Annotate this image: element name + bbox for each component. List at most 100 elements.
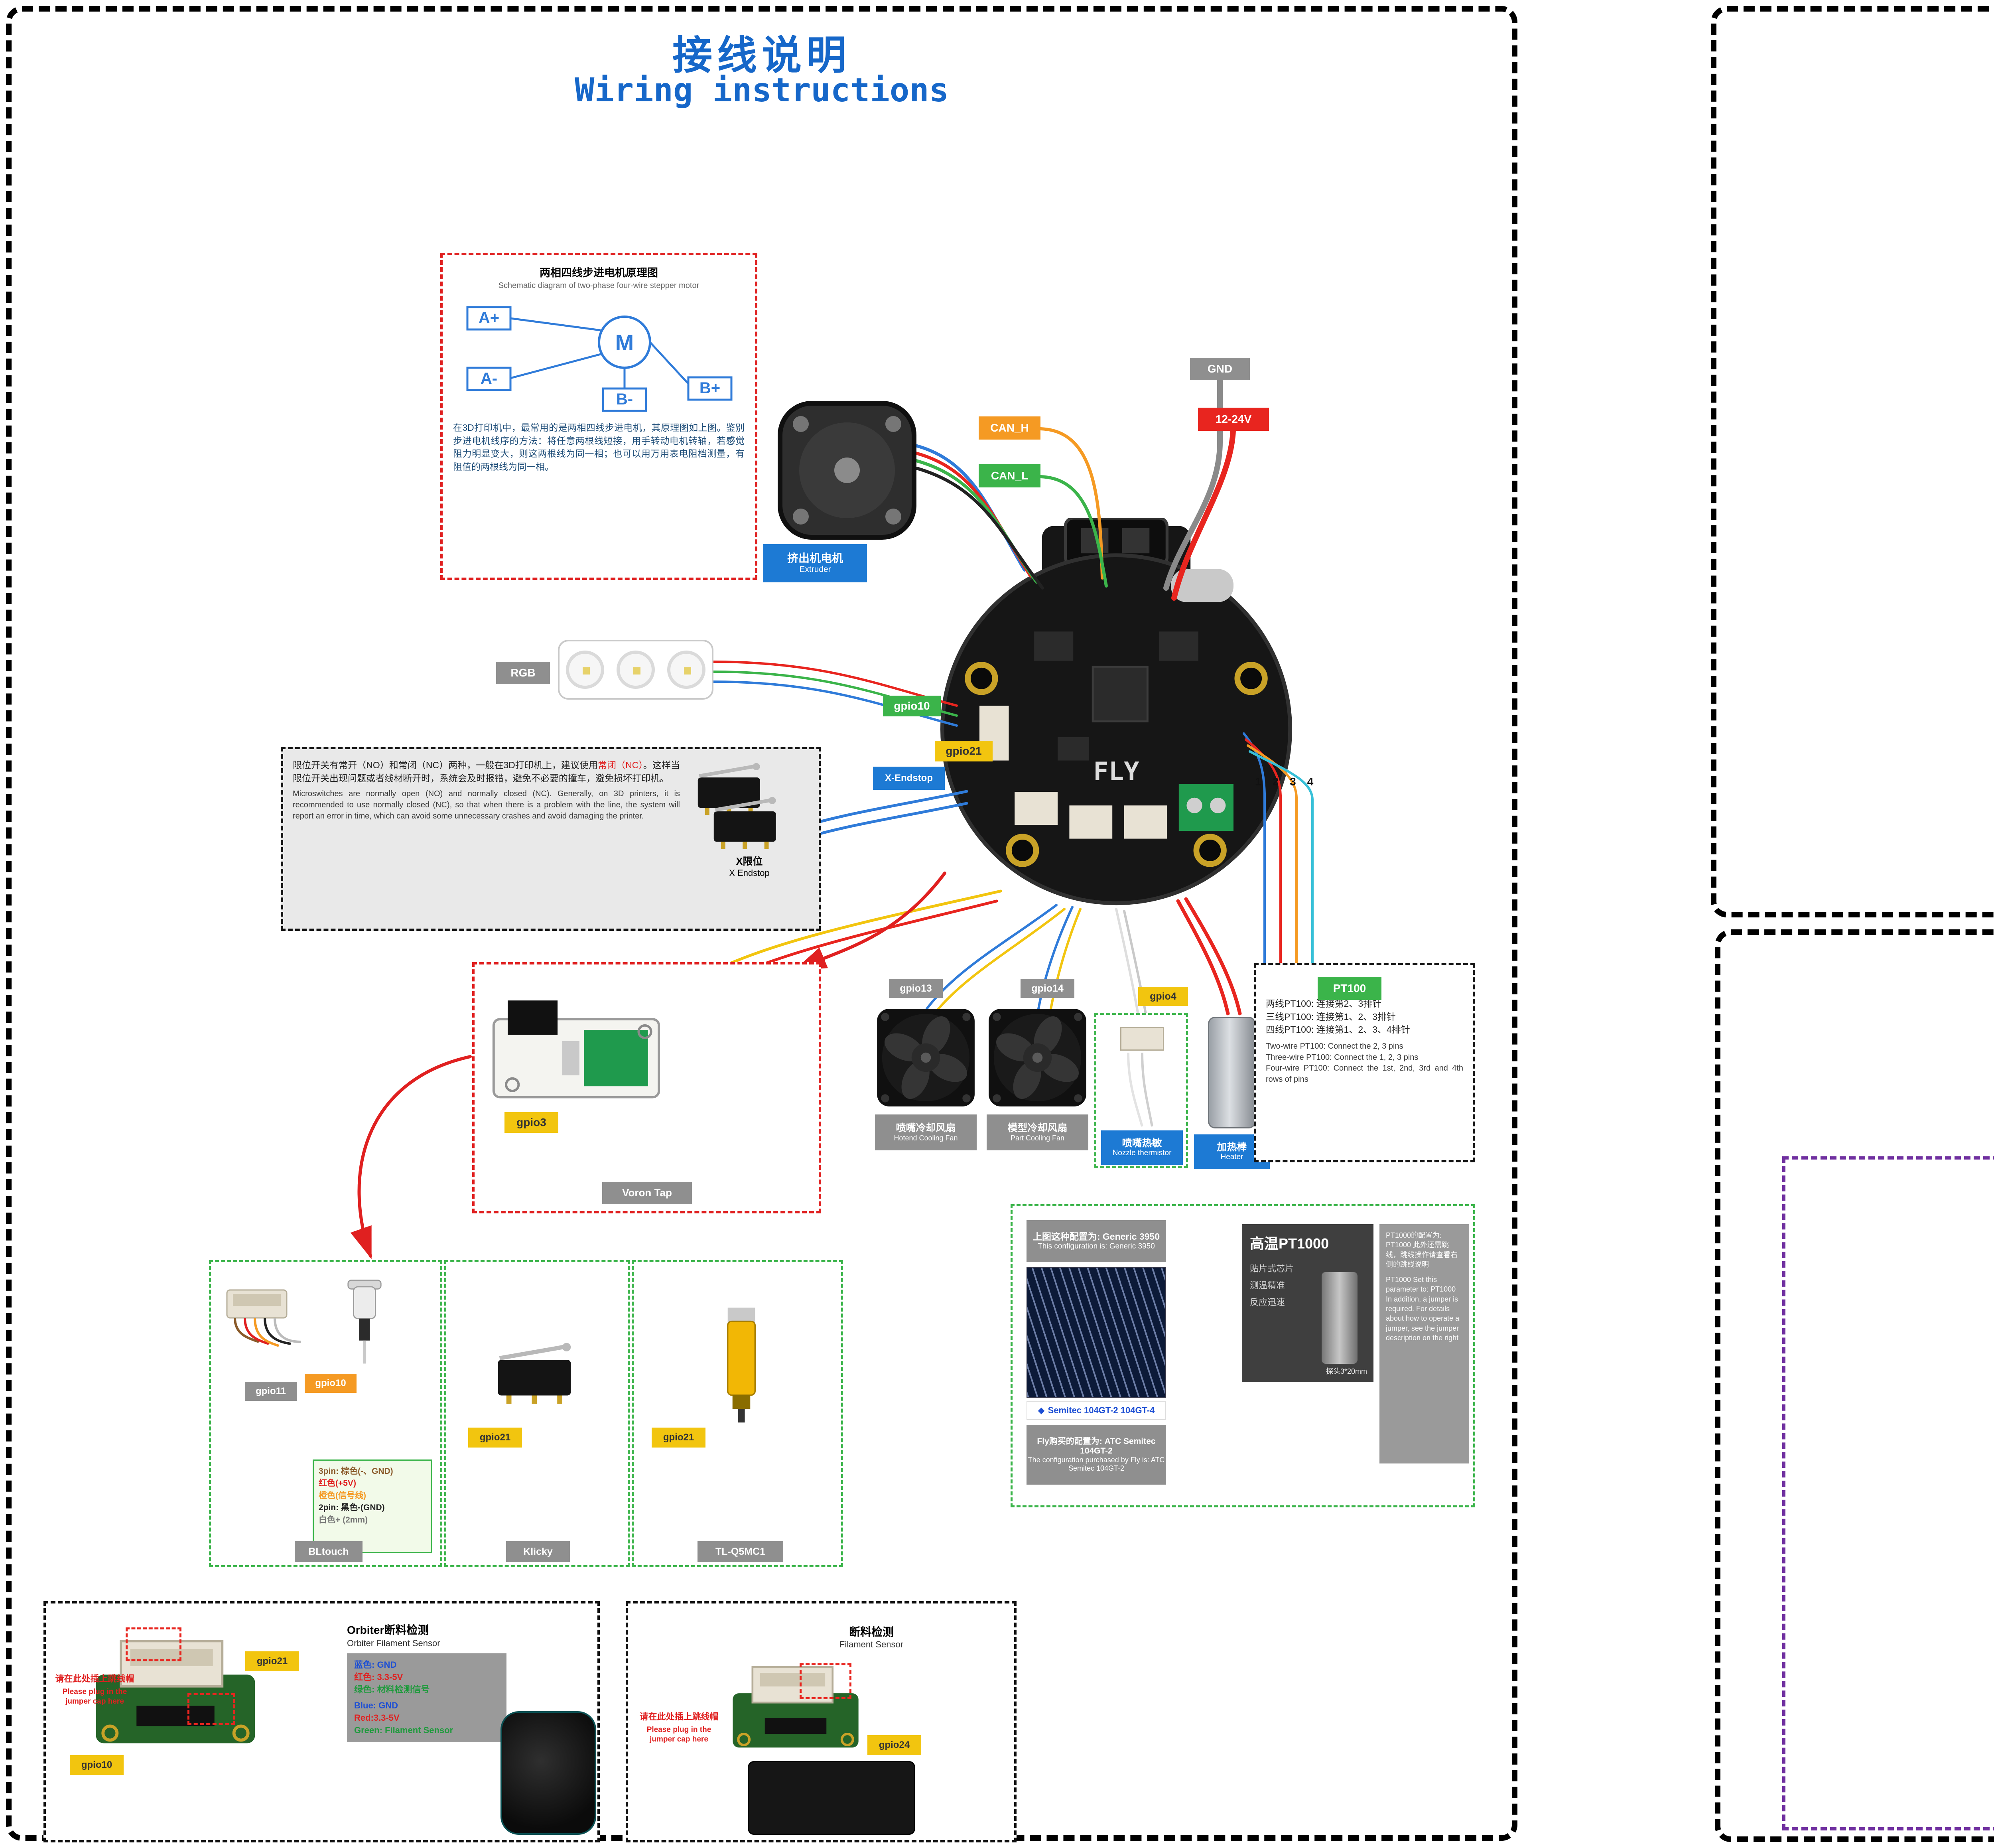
tl-gpio21-label: gpio21 [652,1428,705,1448]
gpio11-label: gpio11 [245,1382,297,1401]
extruder-label: 挤出机电机 Extruder [763,544,867,582]
filament-title-cn: 断料检测 [849,1626,894,1638]
hotend-fan [875,1007,977,1108]
extruder-motor [767,391,927,550]
orbiter-cn-red: 红色: 3.3-5V [354,1672,403,1682]
endstop-en: Microswitches are normally open (NO) and… [293,789,680,820]
heater-cartridge [1208,1017,1256,1128]
utoc-diagram-box: SHT36 v2 CAN模式连接到UTOC SHT36 v2 Connects … [1782,1156,1994,1830]
filament-highlight [800,1663,851,1699]
orbiter-title-en: Orbiter Filament Sensor [347,1638,440,1648]
gnd-label: GND [1190,358,1250,380]
can-h-label: CAN_H [979,416,1040,440]
utoc-wiring-panel: 接线说明 Wiring instructions SHT36 v2 CAN模式连… [1715,929,1994,1842]
filament-jumper-note: 请在此处插上跳线帽 Please plug in the jumper cap … [636,1711,722,1745]
tl-caption: TL-Q5MC1 [698,1541,783,1562]
semitec-logo-icon: ◆ [1038,1405,1045,1415]
pt1000-size: 探头3*20mm [1326,1367,1367,1375]
wiring-title-en: Wiring instructions [575,71,949,109]
can-l-text: CAN_L [991,469,1029,482]
utoc-title-en: Wiring instructions [1720,999,1994,1037]
part-fan-caption: 模型冷却风扇 Part Cooling Fan [987,1114,1088,1150]
bltouch-w1: 3pin: 棕色(-、GND) [319,1467,393,1476]
hotend-fan-en: Hotend Cooling Fan [894,1134,958,1142]
stepper-schematic: M A+ A- B- B+ [466,306,733,412]
pt100-text: PT100 [1333,982,1366,994]
thermistor-caption: 喷嘴热敏 Nozzle thermistor [1101,1130,1183,1165]
sensor-config-box: 上图这种配置为: Generic 3950 This configuration… [1011,1204,1475,1507]
klicky-box: gpio21 Klicky [444,1260,630,1567]
klicky-gpio21-label: gpio21 [468,1428,522,1448]
bltouch-connector [226,1289,301,1347]
fly-config-caption: Fly购买的配置为: ATC Semitec 104GT-2 The confi… [1027,1425,1166,1485]
endstop-switch-cn: X限位 [736,856,763,867]
rgb-label: RGB [496,662,550,684]
orbiter-title-cn: Orbiter断料检测 [347,1624,429,1636]
wiring-overlay [350,378,1314,1259]
part-fan [987,1007,1088,1108]
orbiter-sensor-box: 请在此处插上跳线帽 Please plug in the jumper cap … [43,1601,600,1842]
orbiter-cn-green: 绿色: 材料检测信号 [354,1684,430,1694]
orbiter-gpio21-text: gpio21 [256,1656,288,1667]
pt100-en-1: Two-wire PT100: Connect the 2, 3 pins [1266,1041,1403,1051]
fly-config-en: The configuration purchased by Fly is: A… [1028,1456,1165,1473]
pt100-label: PT100 [1318,977,1381,1000]
endstop-cn-1: 限位开关有常开（NO）和常闭（NC）两种，一般在3D打印机上，建议使用 [293,760,598,770]
hotend-fan-cn: 喷嘴冷却风扇 [896,1122,956,1134]
gpio21-text: gpio21 [946,744,982,757]
pt1000-config-caption: PT1000的配置为: PT1000 此外还需跳线，跳线操作请查看右侧的跳线说明… [1379,1224,1469,1463]
bltouch-w2: 红色(+5V) [319,1479,356,1488]
pt100-cn-1: 两线PT100: 连接第2、3排针 [1266,998,1382,1009]
voron-tap-pcb [491,992,662,1102]
endstop-switches: X限位 X Endstop [690,759,809,919]
pt100-pin-4: 4 [1307,775,1314,788]
heater-en: Heater [1220,1153,1243,1162]
tl-gpio21-text: gpio21 [663,1432,694,1443]
inductive-sensor [717,1306,765,1426]
terminal-a-minus: A- [481,370,497,387]
bltouch-device [343,1278,386,1366]
bltouch-gpio10-text: gpio10 [315,1378,346,1389]
orbiter-gpio21-label: gpio21 [245,1651,299,1671]
bltouch-w5: 白色+ (2mm) [319,1515,368,1525]
motor-mark: M [615,330,634,355]
power-text: 12-24V [1215,412,1252,425]
rgb-led-strip [558,640,713,700]
gpio4-text: gpio4 [1150,990,1176,1002]
jumper-overlay [1716,12,1994,912]
orbiter-legend: 蓝色: GND 红色: 3.3-5V 绿色: 材料检测信号 Blue: GND … [347,1653,506,1742]
orbiter-highlight-1 [126,1627,181,1661]
filament-title-en: Filament Sensor [839,1639,904,1649]
generic3950-caption: 上图这种配置为: Generic 3950 This configuration… [1027,1220,1166,1262]
gpio21-label: gpio21 [935,741,993,761]
gpio24-label: gpio24 [867,1735,921,1755]
extruder-label-cn: 挤出机电机 [787,552,843,564]
orbiter-device-photo [500,1711,596,1835]
filament-device-photo [748,1761,915,1835]
rgb-text: RGB [510,666,536,679]
pt100-pin-2: 2 [1272,775,1279,788]
bltouch-caption: BLtouch [295,1541,363,1562]
pt100-pin-1: 1 [1255,775,1261,788]
pt1000-probe [1322,1272,1358,1364]
gpio3-label: gpio3 [504,1112,558,1133]
gnd-text: GND [1207,362,1233,375]
can-l-label: CAN_L [979,464,1040,487]
pt1000-line2: 测温精准 [1250,1280,1285,1290]
klicky-gpio21-text: gpio21 [479,1432,511,1443]
filament-jumper-cn: 请在此处插上跳线帽 [639,1712,719,1722]
filament-title-block: 断料检测 Filament Sensor [788,1623,955,1650]
bltouch-box: gpio11 gpio10 3pin: 棕色(-、GND) 红色(+5V) 橙色… [209,1260,442,1567]
x-endstop-port-label: X-Endstop [873,767,945,790]
endstop-cn-2: 。这样当限位开关出现问题或者线材断开时，系统会及时报错，避免不必要的撞车，避免损… [293,760,680,783]
part-fan-en: Part Cooling Fan [1010,1134,1065,1142]
orbiter-legend-block: Orbiter断料检测 Orbiter Filament Sensor 蓝色: … [347,1621,514,1742]
thermistor-en: Nozzle thermistor [1112,1149,1172,1158]
endstop-note-text: 限位开关有常开（NO）和常闭（NC）两种，一般在3D打印机上，建议使用常闭（NC… [293,759,680,919]
pt100-en-2: Three-wire PT100: Connect the 1, 2, 3 pi… [1266,1053,1419,1062]
orbiter-cn-blue: 蓝色: GND [354,1660,397,1670]
extruder-label-en: Extruder [799,565,831,574]
filament-jumper-en: Please plug in the jumper cap here [646,1725,711,1744]
endstop-note-box: 限位开关有常开（NO）和常闭（NC）两种，一般在3D打印机上，建议使用常闭（NC… [281,747,821,931]
pt100-pin-numbers: 1 2 3 4 [1255,775,1313,788]
